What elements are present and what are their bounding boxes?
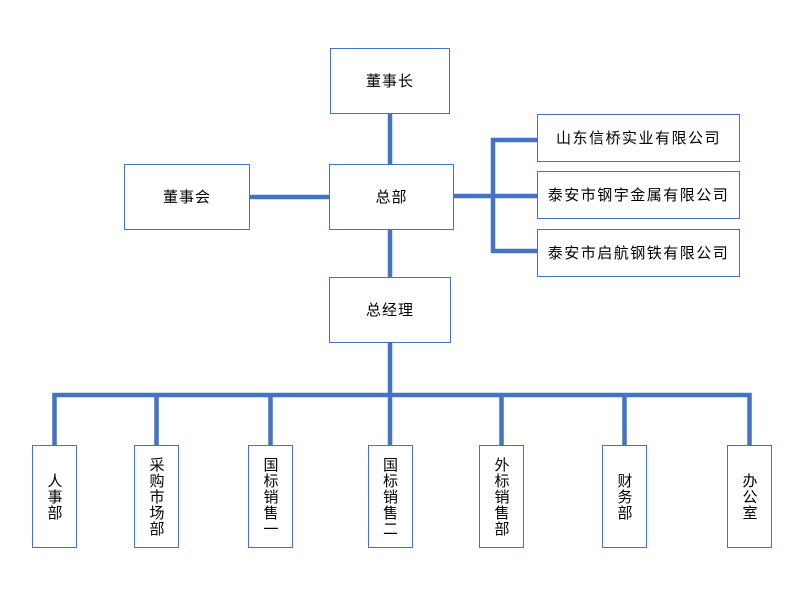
dept-label: 财务部 — [615, 472, 634, 521]
edge-subsidiary-bracket — [490, 137, 537, 254]
node-headquarters: 总部 — [329, 164, 454, 230]
node-dept-procurement-market: 采购市场部 — [134, 445, 179, 548]
node-board: 董事会 — [124, 164, 250, 230]
dept-label: 国标销售二 — [381, 456, 399, 537]
dept-label: 办公室 — [740, 472, 759, 521]
node-dept-national-sales-1: 国标销售一 — [248, 445, 293, 548]
node-dept-external-sales: 外标销售部 — [479, 445, 524, 548]
node-dept-national-sales-2: 国标销售二 — [367, 445, 413, 548]
dept-label: 外标销售部 — [492, 456, 511, 537]
node-subsidiary-gangyu: 泰安市钢宇金属有限公司 — [537, 171, 740, 219]
dept-label: 国标销售一 — [261, 456, 280, 537]
node-subsidiary-qihang: 泰安市启航钢铁有限公司 — [537, 229, 740, 277]
node-chairman: 董事长 — [330, 48, 450, 114]
node-general-manager: 总经理 — [329, 277, 451, 343]
node-dept-office: 办公室 — [727, 445, 772, 548]
edge-dept-bus — [52, 392, 752, 445]
dept-label: 人事部 — [45, 472, 64, 521]
dept-label: 采购市场部 — [147, 456, 166, 537]
node-subsidiary-xinqiao: 山东信桥实业有限公司 — [537, 114, 740, 162]
node-dept-finance: 财务部 — [602, 445, 647, 548]
node-dept-hr: 人事部 — [32, 445, 77, 548]
